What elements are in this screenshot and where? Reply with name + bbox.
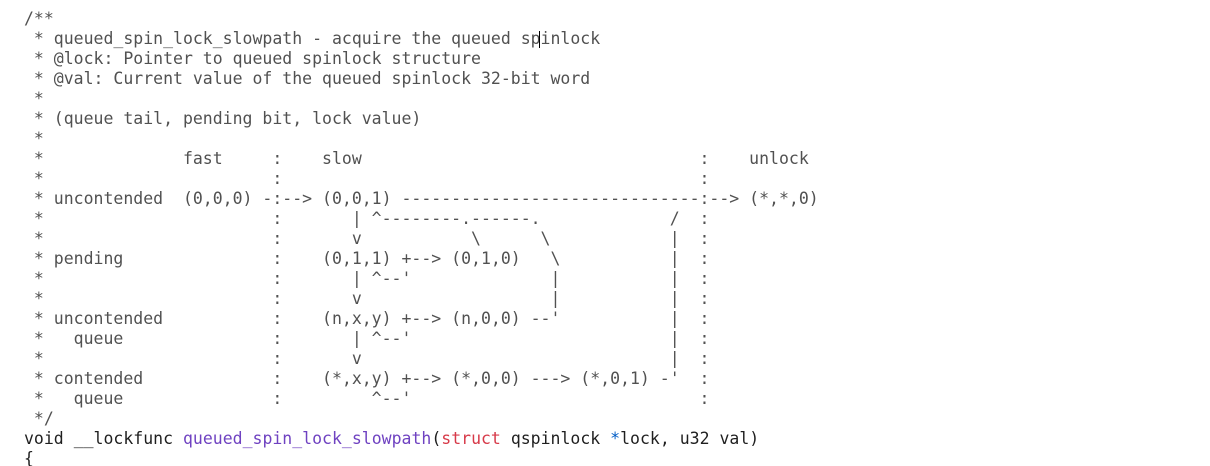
- code-line-6: * (queue tail, pending bit, lock value): [24, 109, 422, 128]
- attribute-macro: __lockfunc: [73, 429, 174, 448]
- text-cursor: [539, 31, 540, 48]
- function-name: queued_spin_lock_slowpath: [182, 429, 432, 448]
- function-signature-line: void __lockfunc queued_spin_lock_slowpat…: [24, 429, 819, 449]
- code-line-13: * pending : (0,1,1) +--> (0,1,0) \ | :: [24, 249, 710, 268]
- param-val-type: u32: [679, 429, 710, 448]
- code-line-12: * : v \ \ | :: [24, 229, 710, 248]
- open-brace-line: {: [24, 449, 34, 466]
- code-line-10: * uncontended (0,0,0) -:--> (0,0,1) ----…: [24, 189, 819, 208]
- code-line-19: * contended : (*,x,y) +--> (*,0,0) ---> …: [24, 369, 710, 388]
- code-line-4: * @val: Current value of the queued spin…: [24, 69, 591, 88]
- pointer-operator: *: [610, 429, 621, 448]
- code-line-15: * : v | | :: [24, 289, 710, 308]
- code-line-18: * : v | :: [24, 349, 710, 368]
- code-line-11: * : | ^--------.------. / :: [24, 209, 710, 228]
- code-line-14: * : | ^--' | | :: [24, 269, 710, 288]
- open-paren: (: [431, 429, 442, 448]
- doc-summary: * queued_spin_lock_slowpath - acquire th…: [24, 29, 601, 48]
- code-line-21: */: [24, 409, 54, 428]
- param-val: val): [719, 429, 760, 448]
- code-line-3: * @lock: Pointer to queued spinlock stru…: [24, 49, 481, 68]
- code-area[interactable]: /** * queued_spin_lock_slowpath - acquir…: [24, 9, 819, 466]
- code-line-5: *: [24, 89, 44, 108]
- code-line-8: * fast : slow : unlock: [24, 149, 809, 168]
- struct-keyword: struct: [441, 429, 501, 448]
- code-line-7: *: [24, 129, 44, 148]
- code-line-20: * queue : ^--' :: [24, 389, 710, 408]
- return-type: void: [24, 429, 64, 448]
- code-line-16: * uncontended : (n,x,y) +--> (n,0,0) --'…: [24, 309, 710, 328]
- code-line-1: /**: [24, 9, 54, 28]
- code-line-17: * queue : | ^--' | :: [24, 329, 710, 348]
- param-lock: lock,: [620, 429, 670, 448]
- type-name: qspinlock: [510, 429, 601, 448]
- code-line-9: * : :: [24, 169, 710, 188]
- code-line-2: * queued_spin_lock_slowpath - acquire th…: [24, 29, 819, 49]
